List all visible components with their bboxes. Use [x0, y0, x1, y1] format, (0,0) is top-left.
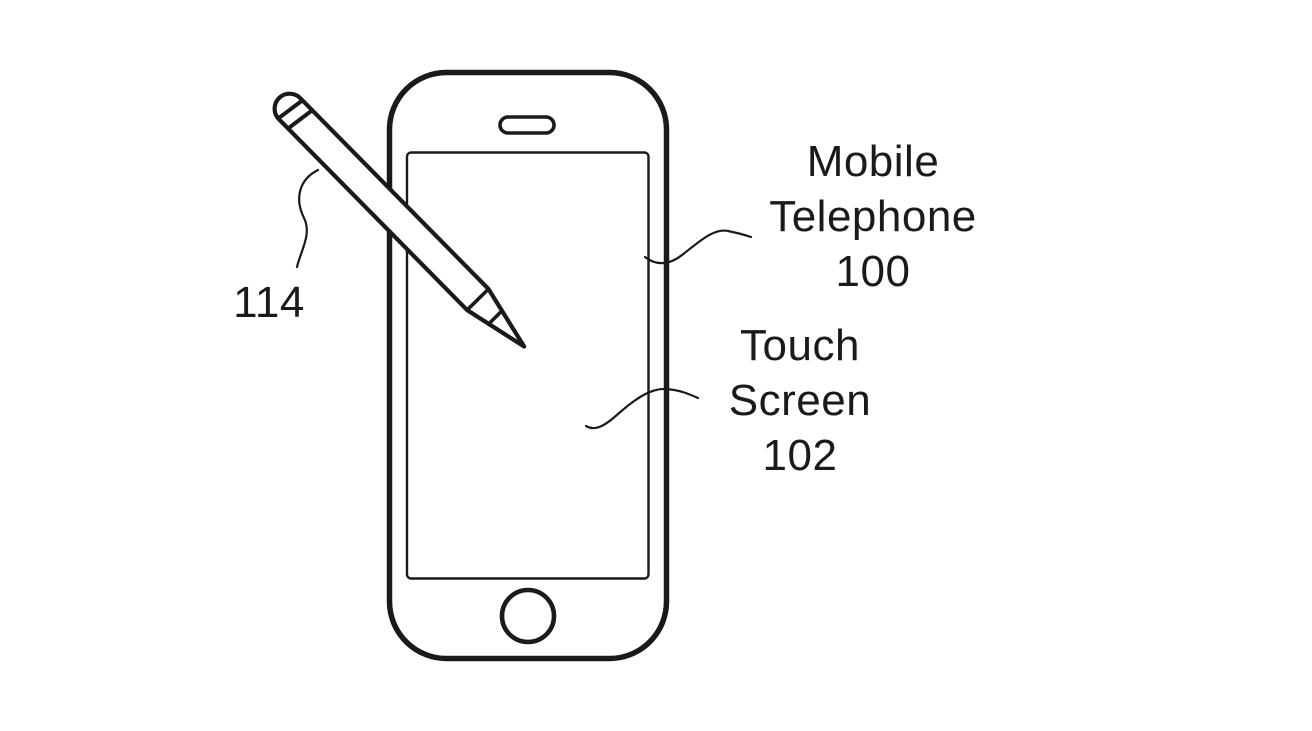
stylus-tip-band-1 — [465, 287, 491, 312]
leader-line-114 — [295, 168, 320, 269]
phone-body-outline — [386, 69, 670, 662]
touch-screen — [405, 151, 650, 580]
stylus-tip-band-2 — [486, 308, 504, 326]
home-button — [499, 587, 557, 645]
stylus-body — [272, 91, 527, 349]
leader-line-102 — [584, 387, 700, 430]
stylus-cap-band-2 — [286, 108, 315, 131]
label-line: 114 — [233, 278, 305, 327]
label-line: Telephone — [769, 192, 977, 241]
stylus-cap-band-1 — [276, 98, 305, 121]
label-line: 102 — [762, 431, 838, 480]
label-line: Screen — [728, 376, 872, 425]
label-line: Mobile — [806, 137, 940, 186]
label-stylus-114: 114 — [189, 275, 349, 330]
label-line: 100 — [835, 247, 911, 296]
label-mobile-telephone-100: Mobile Telephone 100 — [723, 134, 1023, 299]
mobile-telephone — [386, 69, 670, 662]
stylus — [272, 91, 527, 349]
label-line: Touch — [740, 321, 860, 370]
label-touch-screen-102: Touch Screen 102 — [650, 318, 950, 483]
leader-line-100 — [643, 229, 753, 265]
earpiece-speaker-icon — [498, 115, 556, 135]
